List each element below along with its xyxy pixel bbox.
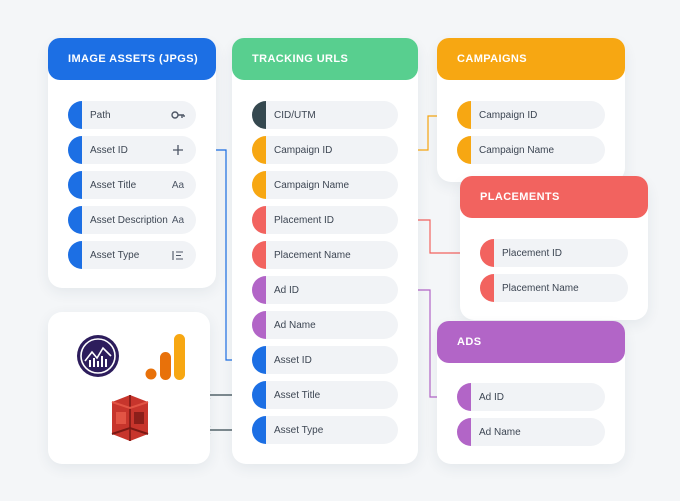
tracking-row-asset-type: Asset Type xyxy=(252,416,398,444)
google-analytics-icon xyxy=(144,332,188,387)
ads-header: ADS xyxy=(437,321,625,363)
campaigns-header: CAMPAIGNS xyxy=(437,38,625,80)
row-cap xyxy=(68,241,82,269)
placements-row-placement-name: Placement Name xyxy=(480,274,628,302)
tracking-row-ad-name: Ad Name xyxy=(252,311,398,339)
image-assets-row-asset-type: Asset Type xyxy=(68,241,196,269)
placements-header: PLACEMENTS xyxy=(460,176,648,218)
adobe-analytics-icon xyxy=(76,334,120,383)
ads-title: ADS xyxy=(457,336,482,348)
image-assets-row-asset-id: Asset ID xyxy=(68,136,196,164)
row-cap xyxy=(68,171,82,199)
tracking-row-asset-id: Asset ID xyxy=(252,346,398,374)
campaigns-title: CAMPAIGNS xyxy=(457,53,528,65)
tracking-row-campaign-id: Campaign ID xyxy=(252,136,398,164)
plus-icon xyxy=(168,144,188,156)
ads-row-ad-id: Ad ID xyxy=(457,383,605,411)
placements-title: PLACEMENTS xyxy=(480,191,560,203)
text-format-icon: Aa xyxy=(171,214,185,226)
list-icon xyxy=(168,250,188,261)
campaigns-row-campaign-name: Campaign Name xyxy=(457,136,605,164)
tracking-row-placement-id: Placement ID xyxy=(252,206,398,234)
key-icon xyxy=(168,110,188,120)
image-assets-header: IMAGE ASSETS (JPGS) xyxy=(48,38,216,80)
campaigns-row-campaign-id: Campaign ID xyxy=(457,101,605,129)
placements-row-placement-id: Placement ID xyxy=(480,239,628,267)
image-assets-row-path: Path xyxy=(68,101,196,129)
tracking-row-cid-utm: CID/UTM xyxy=(252,101,398,129)
tracking-urls-title: TRACKING URLS xyxy=(252,53,349,65)
logos-card xyxy=(48,312,210,464)
tracking-row-ad-id: Ad ID xyxy=(252,276,398,304)
image-assets-row-asset-title: Asset Title Aa xyxy=(68,171,196,199)
tracking-row-campaign-name: Campaign Name xyxy=(252,171,398,199)
row-cap xyxy=(68,136,82,164)
ads-row-ad-name: Ad Name xyxy=(457,418,605,446)
tracking-urls-header: TRACKING URLS xyxy=(232,38,418,80)
aws-s3-icon xyxy=(110,394,150,447)
text-format-icon: Aa xyxy=(171,179,185,191)
image-assets-row-asset-description: Asset Description Aa xyxy=(68,206,196,234)
image-assets-title: IMAGE ASSETS (JPGS) xyxy=(68,53,199,65)
tracking-row-asset-title: Asset Title xyxy=(252,381,398,409)
tracking-row-placement-name: Placement Name xyxy=(252,241,398,269)
row-cap xyxy=(68,206,82,234)
row-cap xyxy=(68,101,82,129)
